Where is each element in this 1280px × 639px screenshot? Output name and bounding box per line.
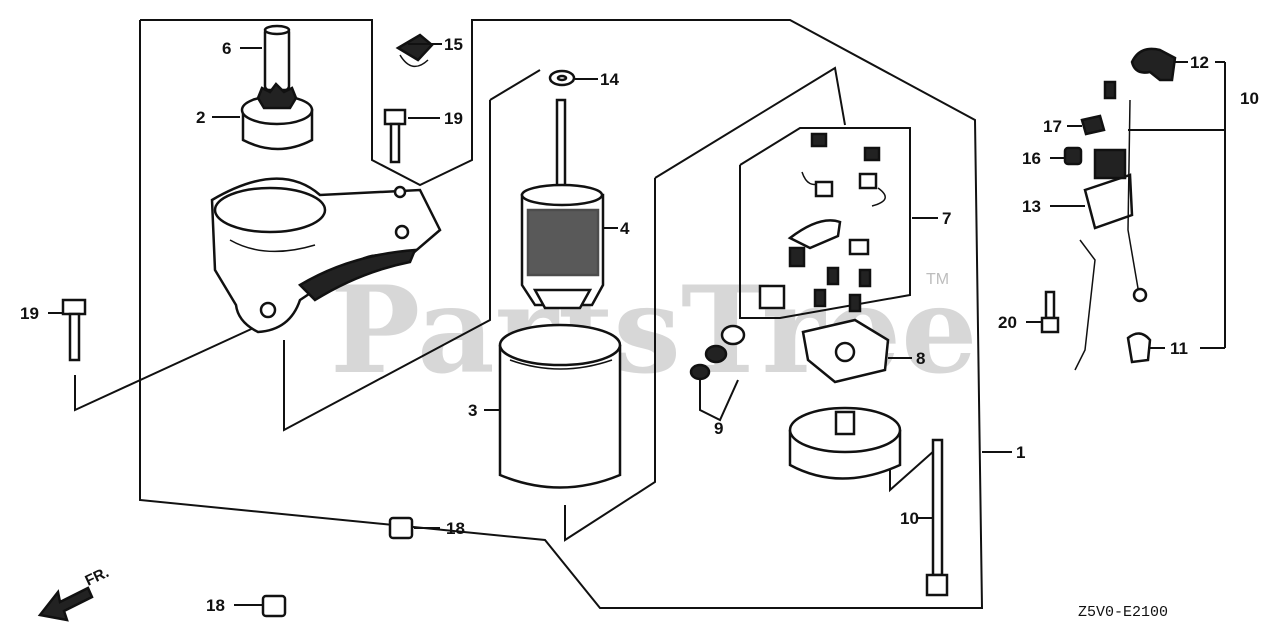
diagram-code: Z5V0-E2100 xyxy=(1078,604,1168,621)
clip-part xyxy=(395,33,434,68)
ground-wire-part xyxy=(1074,239,1096,371)
callout-6: 7 xyxy=(942,209,951,228)
armature-part xyxy=(520,98,605,310)
leader-lines xyxy=(48,43,1226,606)
callout-15: 15 xyxy=(444,35,463,54)
callout-5: 6 xyxy=(222,39,231,58)
pinion-shaft-part xyxy=(263,24,291,92)
callout-1: 1 xyxy=(1016,443,1025,462)
bolt-upper-part xyxy=(383,108,407,164)
starter-bracket-part xyxy=(210,177,442,334)
watermark: PartsTree xyxy=(330,260,977,401)
cap-lower-part xyxy=(261,594,287,618)
callout-19-upper: 19 xyxy=(444,109,463,128)
rear-cover-part xyxy=(788,406,902,480)
group-outline-lines xyxy=(74,19,984,609)
solenoid-part xyxy=(1083,148,1134,230)
brush-set-part xyxy=(758,132,886,313)
callout-17: 17 xyxy=(1043,117,1062,136)
yoke-part xyxy=(498,323,622,489)
nut-17-part xyxy=(1080,114,1106,136)
pinion-gear-part xyxy=(240,82,314,151)
front-arrow-icon xyxy=(37,586,94,622)
terminal-boot-part xyxy=(1130,47,1177,82)
starter-cable-part xyxy=(1103,80,1148,303)
callout-18-upper: 18 xyxy=(446,519,465,538)
bolt-left-part xyxy=(61,298,87,362)
callout-18-lower: 18 xyxy=(206,596,225,615)
grommet-part xyxy=(1126,332,1152,364)
watermark-trademark: TM xyxy=(926,271,949,288)
washer-part xyxy=(548,69,576,87)
callout-16: 16 xyxy=(1022,149,1041,168)
callout-13: 13 xyxy=(1022,197,1041,216)
callout-12: 12 xyxy=(1190,53,1209,72)
callout-2: 2 xyxy=(196,108,205,127)
bolt-20-part xyxy=(1040,290,1060,334)
front-indicator-label: FR. xyxy=(83,564,112,590)
callout-10: 10 xyxy=(1240,89,1259,108)
callout-8: 9 xyxy=(714,419,723,438)
callout-19-left: 19 xyxy=(20,304,39,323)
brush-set-box xyxy=(739,127,911,319)
callout-4: 4 xyxy=(620,219,630,238)
nut-16-part xyxy=(1063,146,1083,166)
callout-20: 20 xyxy=(998,313,1017,332)
callout-14: 14 xyxy=(600,70,619,89)
callout-11: 11 xyxy=(1170,339,1188,358)
callout-3: 3 xyxy=(468,401,477,420)
callout-9: 10 xyxy=(900,509,919,528)
callout-labels: 6 2 15 19 19 14 4 3 7 8 9 1 10 18 18 12 … xyxy=(20,35,1259,615)
through-bolt-part xyxy=(925,438,949,597)
callout-7: 8 xyxy=(916,349,925,368)
brush-holder-part xyxy=(801,318,890,384)
insulator-washers-part xyxy=(689,324,746,381)
cap-upper-part xyxy=(388,516,414,540)
